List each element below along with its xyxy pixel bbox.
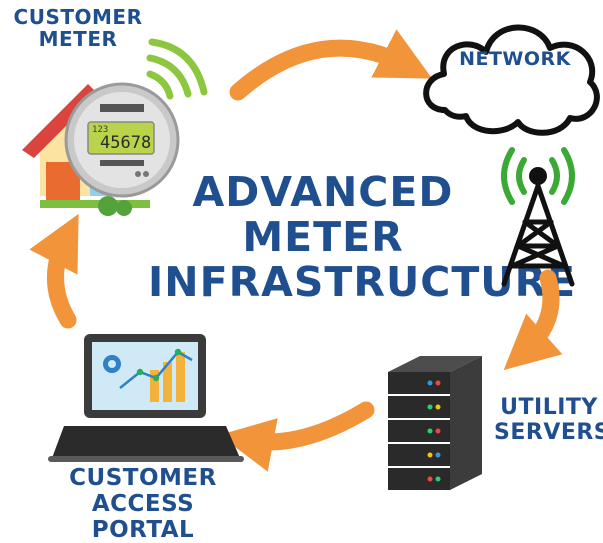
arrow-servers-to-portal xyxy=(219,401,375,472)
customer-meter-label: CUSTOMER METER xyxy=(2,6,154,51)
customer-meter-label-line1: CUSTOMER xyxy=(13,5,143,29)
utility-servers-label-line2: SERVERS xyxy=(494,419,603,445)
cloud-icon xyxy=(423,24,600,136)
meter-small-reading: 123 xyxy=(92,125,108,135)
arrow-tower-to-servers xyxy=(503,269,563,371)
customer-meter-label-line2: METER xyxy=(38,27,118,52)
tower-icon xyxy=(501,147,575,287)
utility-servers-label-line1: UTILITY xyxy=(500,395,598,420)
arrow-portal-to-meter xyxy=(29,213,79,329)
laptop-icon xyxy=(48,334,244,462)
title-line-1: ADVANCED xyxy=(192,168,454,216)
utility-servers-label: UTILITY SERVERS xyxy=(494,395,603,445)
meter-reading: 45678 xyxy=(100,133,151,153)
arrow-meter-to-network xyxy=(229,29,433,101)
wifi-signal-icon xyxy=(146,38,208,100)
customer-portal-label-line1: CUSTOMER xyxy=(69,465,217,491)
smart-meter-icon xyxy=(64,82,180,198)
diagram-artwork: 123 45678 xyxy=(22,24,600,490)
server-rack-icon xyxy=(388,356,482,490)
title-line-2: METER xyxy=(242,213,404,262)
network-label: NETWORK xyxy=(459,48,571,70)
